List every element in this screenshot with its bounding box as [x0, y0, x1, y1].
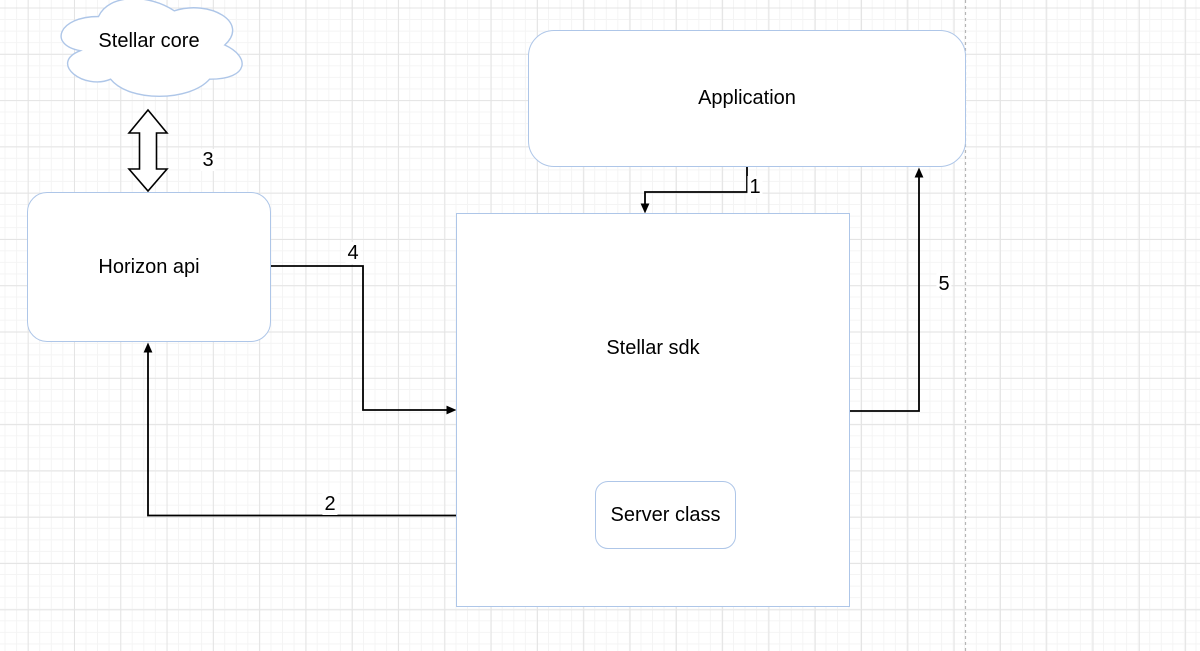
- arrowhead-down-icon: [640, 203, 650, 214]
- edge-serverclass-to-horizon[interactable]: [143, 342, 595, 517]
- node-server-class[interactable]: Server class: [595, 481, 736, 549]
- node-horizon-api-label: Horizon api: [98, 255, 200, 278]
- node-application[interactable]: Application: [528, 30, 966, 167]
- edge-application-to-sdk[interactable]: [640, 166, 748, 214]
- arrowhead-up-icon: [143, 342, 153, 353]
- cloud-shape-icon: [60, 0, 243, 97]
- node-stellar-core[interactable]: Stellar core: [48, 0, 250, 102]
- edge-label-3[interactable]: 3: [200, 149, 216, 171]
- edge-sdk-to-application[interactable]: [850, 167, 924, 412]
- edge-label-2[interactable]: 2: [322, 493, 338, 515]
- node-stellar-sdk-label: Stellar sdk: [606, 337, 700, 359]
- node-horizon-api[interactable]: Horizon api: [27, 192, 271, 342]
- double-arrow-connector[interactable]: [127, 108, 169, 193]
- arrowhead-right-icon: [446, 405, 457, 415]
- edge-label-4[interactable]: 4: [345, 242, 361, 264]
- node-server-class-label: Server class: [610, 503, 721, 526]
- edge-label-1[interactable]: 1: [747, 176, 763, 198]
- arrowhead-up-icon: [914, 167, 924, 178]
- node-stellar-core-label: Stellar core: [98, 30, 200, 52]
- edge-horizon-to-sdk[interactable]: [271, 265, 457, 415]
- node-application-label: Application: [698, 87, 796, 109]
- edge-label-5[interactable]: 5: [936, 273, 952, 295]
